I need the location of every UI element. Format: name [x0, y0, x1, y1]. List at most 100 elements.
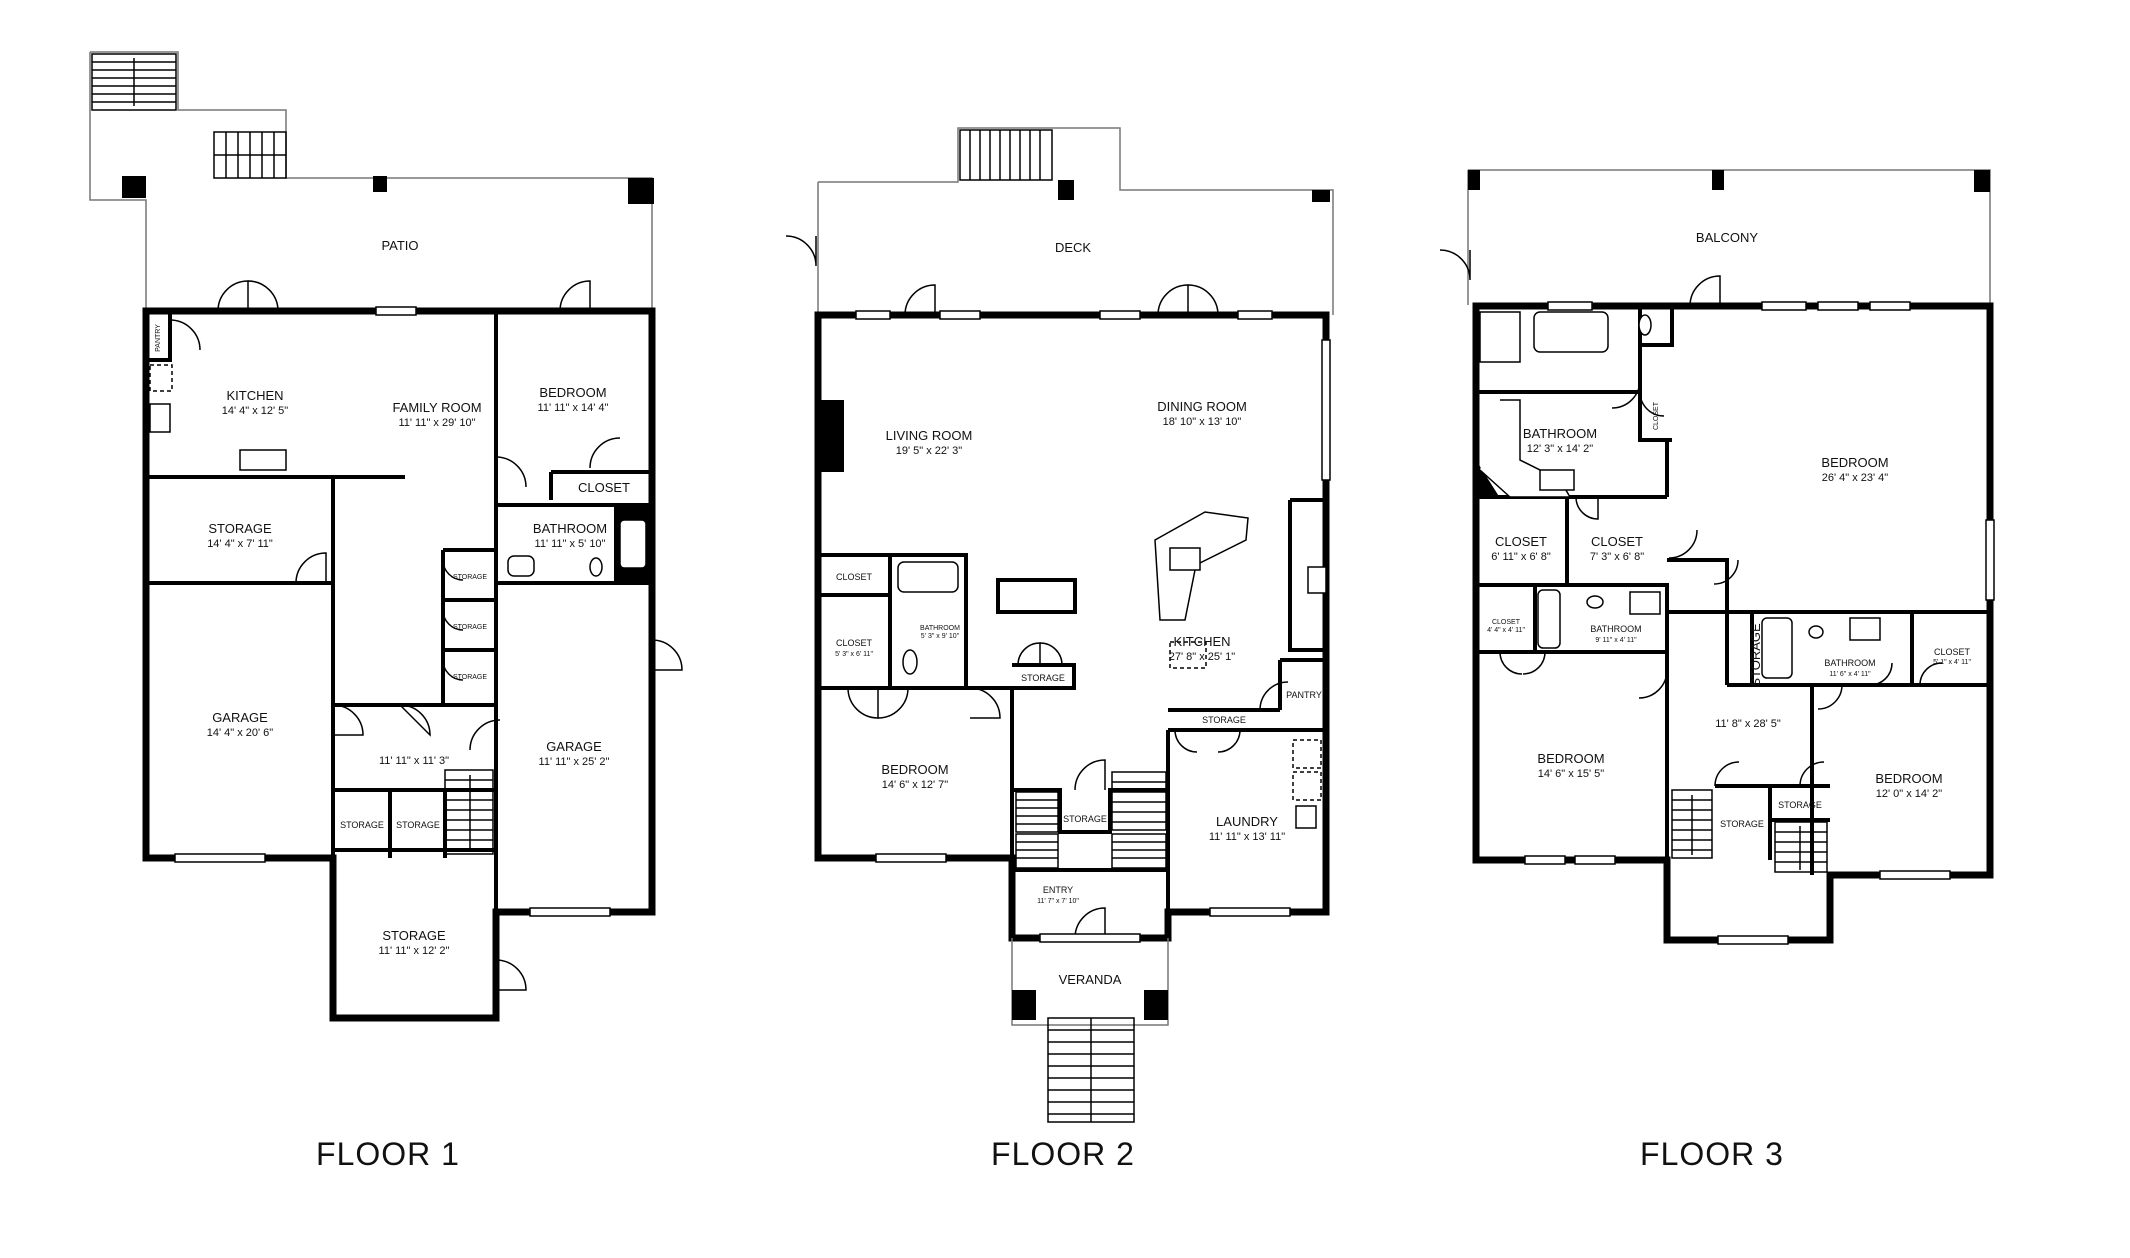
- room-dim-bedroom: 26' 4" x 23' 4": [1822, 472, 1889, 484]
- sink-icon: [507, 555, 535, 577]
- room-label-closet: CLOSET: [1934, 647, 1971, 657]
- bathtub-icon: [1761, 617, 1793, 679]
- sink-icon: [1629, 591, 1661, 615]
- room-label-bedroom: BEDROOM: [1821, 455, 1888, 470]
- room-dim-hall: 11' 11" x 11' 3": [379, 755, 449, 767]
- stairs-icon: [1047, 1017, 1135, 1123]
- bathtub-icon: [1533, 311, 1609, 353]
- window-icon: [1761, 301, 1807, 311]
- room-label-kitchen: KITCHEN: [226, 388, 283, 403]
- room-label-closet: CLOSET: [1653, 401, 1660, 430]
- room-dim-family-room: 11' 11" x 29' 10": [398, 417, 475, 429]
- fridge-icon: [1169, 641, 1207, 669]
- room-label-storage: STORAGE: [1063, 814, 1107, 824]
- window-icon: [1039, 933, 1141, 943]
- kitchen-island-icon: [1154, 511, 1249, 621]
- window-icon: [1817, 301, 1859, 311]
- window-icon: [1574, 855, 1616, 865]
- room-label-storage: STORAGE: [396, 820, 440, 830]
- window-icon: [1879, 870, 1951, 880]
- toilet-icon: [1586, 595, 1604, 609]
- post-icon: [1468, 170, 1480, 190]
- window-icon: [1547, 301, 1593, 311]
- door-icon: [785, 235, 1289, 939]
- window-icon: [1524, 855, 1566, 865]
- sink-icon: [1295, 805, 1317, 829]
- room-label-storage: STORAGE: [453, 624, 487, 631]
- room-dim-bedroom: 11' 11" x 14' 4": [538, 402, 609, 414]
- room-label-storage: STORAGE: [453, 574, 487, 581]
- window-icon: [1717, 935, 1789, 945]
- kitchen-sink-icon: [239, 449, 287, 471]
- window-icon: [855, 310, 891, 320]
- room-label-storage: STORAGE: [208, 521, 272, 536]
- sink-icon: [1539, 469, 1575, 491]
- post-icon: [1974, 170, 1990, 192]
- stove-icon: [149, 403, 171, 433]
- fridge-icon: [149, 364, 173, 392]
- room-label-family-room: FAMILY ROOM: [392, 400, 481, 415]
- room-label-garage: GARAGE: [546, 739, 602, 754]
- room-dim-closet: 4' 4" x 4' 11": [1487, 627, 1525, 634]
- room-dim-bathroom: 12' 3" x 14' 2": [1527, 443, 1594, 455]
- dryer-icon: [1292, 771, 1322, 801]
- room-dim-entry: 11' 7" x 7' 10": [1037, 898, 1079, 905]
- window-icon: [1985, 519, 1995, 601]
- stairs-icon: [1015, 771, 1167, 869]
- window-icon: [375, 306, 417, 316]
- veranda-outline: [1011, 938, 1169, 1026]
- room-dim-laundry: 11' 11" x 13' 11": [1209, 831, 1285, 843]
- room-dim-living-room: 19' 5" x 22' 3": [896, 445, 963, 457]
- floor-1-plan: PATIO PANTRY KITCHEN 14' 4" x 12' 5" FAM…: [89, 51, 683, 1172]
- room-dim-bedroom: 12' 0" x 14' 2": [1876, 788, 1943, 800]
- room-label-closet: CLOSET: [1492, 619, 1521, 626]
- floor-label: FLOOR 3: [1640, 1136, 1784, 1172]
- washer-icon: [1292, 739, 1322, 769]
- window-icon: [1869, 301, 1911, 311]
- room-dim-closet: 5' 3" x 6' 11": [835, 651, 873, 658]
- room-label-dining-room: DINING ROOM: [1157, 399, 1247, 414]
- post-icon: [122, 176, 146, 198]
- window-icon: [875, 853, 947, 863]
- room-dim-closet: 5' 1" x 4' 11": [1933, 659, 1971, 666]
- room-dim-closet: 7' 3" x 6' 8": [1590, 551, 1644, 563]
- room-label-closet: CLOSET: [836, 638, 873, 648]
- room-label-living-room: LIVING ROOM: [886, 428, 973, 443]
- shower-icon: [1479, 311, 1521, 363]
- window-icon: [1321, 339, 1331, 481]
- room-dim-bedroom: 14' 6" x 12' 7": [882, 779, 949, 791]
- toilet-icon: [589, 557, 603, 577]
- window-icon: [1237, 310, 1273, 320]
- stairs-icon: [444, 769, 494, 855]
- floor-2-plan: DECK LIVING ROOM 19' 5" x 22' 3" DINING …: [785, 127, 1334, 1172]
- room-label-balcony: BALCONY: [1696, 230, 1758, 245]
- room-label-deck: DECK: [1055, 240, 1091, 255]
- deck-outline: [818, 127, 1334, 315]
- room-label-bathroom: BATHROOM: [1590, 624, 1641, 634]
- toilet-icon: [902, 649, 918, 675]
- door-icon: [169, 280, 683, 991]
- room-dim-storage: 11' 11" x 12' 2": [379, 945, 450, 957]
- room-label-garage: GARAGE: [212, 710, 268, 725]
- window-icon: [529, 907, 611, 917]
- toilet-icon: [1808, 625, 1824, 639]
- room-dim-bathroom: 11' 11" x 5' 10": [535, 538, 606, 550]
- room-label-pantry: PANTRY: [155, 324, 162, 352]
- room-label-bathroom: BATHROOM: [1523, 426, 1597, 441]
- room-label-kitchen: KITCHEN: [1173, 634, 1230, 649]
- room-label-closet: CLOSET: [578, 480, 630, 495]
- room-label-bathroom: BATHROOM: [533, 521, 607, 536]
- room-label-storage: STORAGE: [340, 820, 384, 830]
- room-label-laundry: LAUNDRY: [1216, 814, 1278, 829]
- room-dim-garage: 14' 4" x 20' 6": [207, 727, 274, 739]
- sink-icon: [1849, 617, 1881, 641]
- room-label-bathroom: BATHROOM: [1824, 658, 1875, 668]
- room-dim-hall: 11' 8" x 28' 5": [1715, 718, 1781, 730]
- room-label-storage: STORAGE: [453, 674, 487, 681]
- room-label-storage: STORAGE: [1748, 623, 1763, 687]
- room-dim-bathroom: 9' 11" x 4' 11": [1595, 637, 1637, 644]
- floor-label: FLOOR 2: [991, 1136, 1135, 1172]
- floor-label: FLOOR 1: [316, 1136, 460, 1172]
- stairs-icon: [959, 129, 1053, 181]
